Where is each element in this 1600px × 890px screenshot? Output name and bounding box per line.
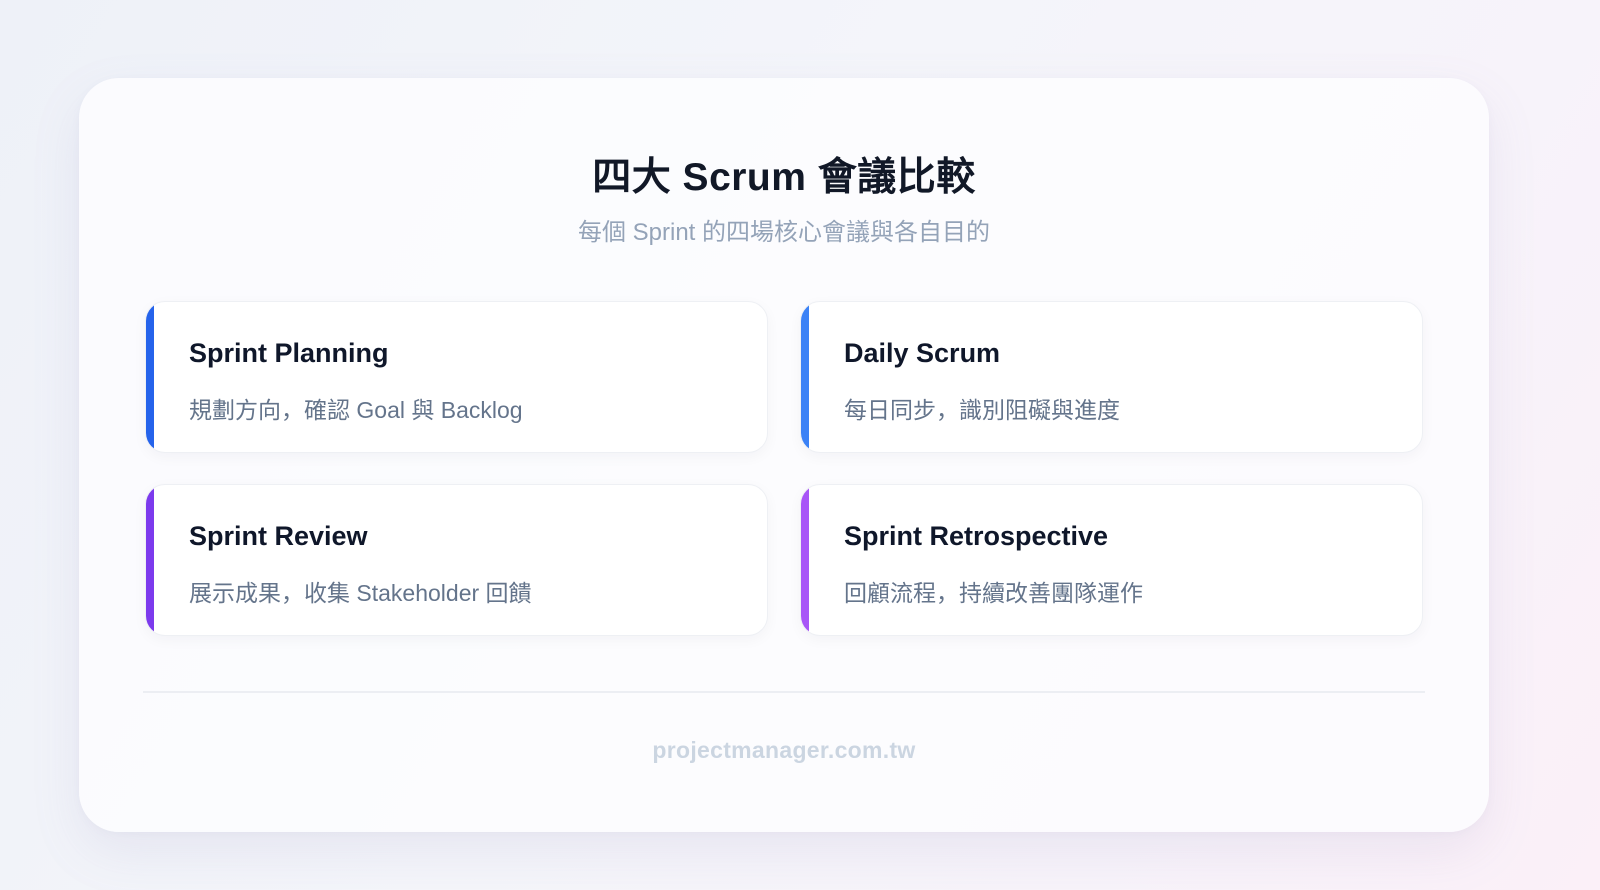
page-title: 四大 Scrum 會議比較 <box>592 156 976 199</box>
card-description: 規劃方向，確認 Goal 與 Backlog <box>189 397 523 423</box>
card-title: Sprint Review <box>189 521 368 551</box>
meeting-card-daily-scrum: Daily Scrum 每日同步，識別阻礙與進度 <box>800 301 1423 453</box>
card-description: 展示成果，收集 Stakeholder 回饋 <box>189 580 532 606</box>
card-accent-bar <box>146 302 154 452</box>
card-accent-bar <box>146 485 154 635</box>
meeting-card-sprint-retrospective: Sprint Retrospective 回顧流程，持續改善團隊運作 <box>800 484 1423 636</box>
footer-site-url: projectmanager.com.tw <box>652 737 916 763</box>
page-subtitle: 每個 Sprint 的四場核心會議與各自目的 <box>577 219 991 246</box>
card-title: Daily Scrum <box>844 338 1001 368</box>
card-title: Sprint Planning <box>189 338 389 368</box>
footer-divider <box>143 691 1425 693</box>
card-title: Sprint Retrospective <box>844 521 1109 551</box>
card-description: 回顧流程，持續改善團隊運作 <box>844 580 1143 606</box>
card-accent-bar <box>801 302 809 452</box>
meeting-card-sprint-review: Sprint Review 展示成果，收集 Stakeholder 回饋 <box>145 484 768 636</box>
card-accent-bar <box>801 485 809 635</box>
card-description: 每日同步，識別阻礙與進度 <box>844 397 1120 423</box>
main-panel: 四大 Scrum 會議比較 每個 Sprint 的四場核心會議與各自目的 Spr… <box>79 78 1489 832</box>
meeting-card-sprint-planning: Sprint Planning 規劃方向，確認 Goal 與 Backlog <box>145 301 768 453</box>
